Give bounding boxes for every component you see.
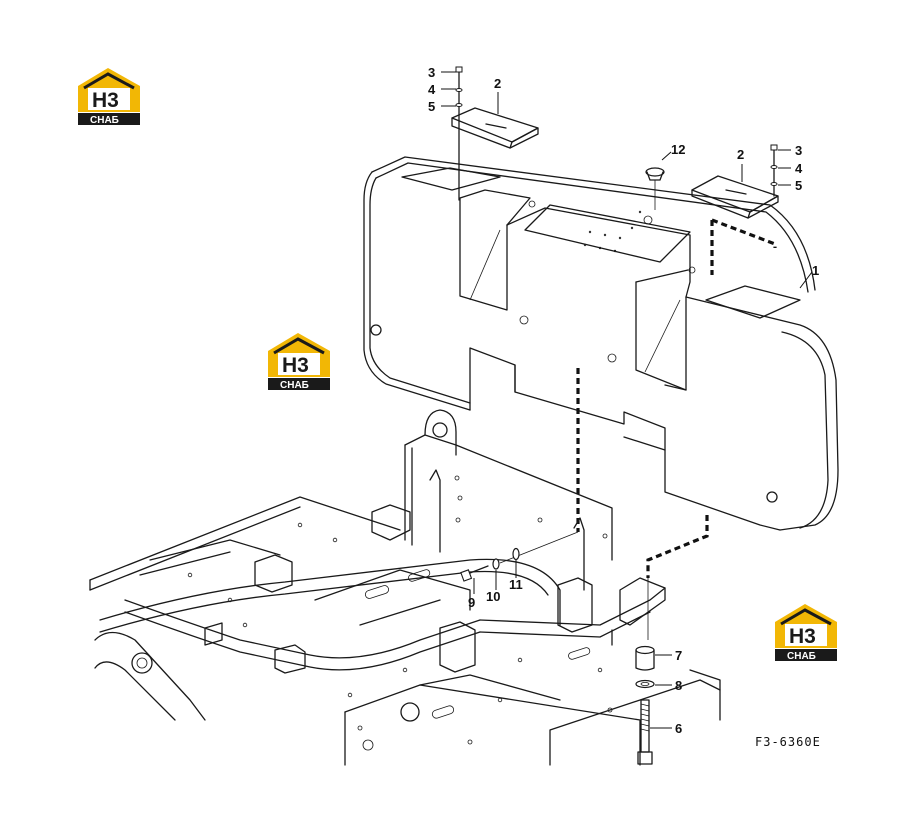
- flat-washer-11: [512, 547, 520, 561]
- callout-12: 12: [671, 142, 685, 157]
- callout-2-right: 2: [737, 147, 744, 162]
- callout-9: 9: [468, 595, 475, 610]
- callout-4-right: 4: [795, 161, 803, 176]
- watermark-logo-right: H3 СНАБ: [775, 604, 837, 662]
- spring-washer-10: [492, 558, 500, 570]
- svg-text:СНАБ: СНАБ: [280, 380, 309, 391]
- callout-11: 11: [509, 577, 523, 592]
- callout-4-left: 4: [428, 82, 436, 97]
- callout-5-right: 5: [795, 178, 802, 193]
- svg-text:СНАБ: СНАБ: [90, 115, 119, 126]
- callout-3-right: 3: [795, 143, 802, 158]
- callout-6: 6: [675, 721, 682, 736]
- watermark-logo-top-left: H3 СНАБ: [78, 68, 140, 126]
- plate-bolt-right: [770, 144, 778, 197]
- watermark-logo-middle: H3 СНАБ: [268, 333, 330, 391]
- callout-3-left: 3: [428, 65, 435, 80]
- counterweight: [363, 156, 839, 531]
- callout-8: 8: [675, 678, 682, 693]
- leader-lines: [441, 71, 813, 729]
- lifting-eye-cap: [645, 167, 665, 210]
- callout-7: 7: [675, 648, 682, 663]
- bolt-9: [460, 565, 489, 582]
- svg-text:СНАБ: СНАБ: [787, 651, 816, 662]
- svg-text:H3: H3: [92, 89, 119, 112]
- cover-plate-right: [691, 175, 779, 219]
- figure-code: F3-6360E: [755, 735, 821, 749]
- alignment-lines: [499, 218, 777, 640]
- washer-8: [635, 679, 655, 689]
- upper-frame: [89, 409, 721, 766]
- bolt-6: [637, 699, 653, 765]
- callout-1: 1: [812, 263, 819, 278]
- callout-labels: 3 4 5 2 12 2 3 4 5 1 9 10 11 7 8 6 F3-63…: [428, 65, 821, 749]
- callout-10: 10: [486, 589, 500, 604]
- svg-text:H3: H3: [789, 625, 816, 648]
- plate-bolt-left: [455, 66, 463, 201]
- callout-2-left: 2: [494, 76, 501, 91]
- spacer-7: [635, 645, 655, 671]
- cover-plate-left: [451, 107, 539, 149]
- svg-text:H3: H3: [282, 354, 309, 377]
- callout-5-left: 5: [428, 99, 435, 114]
